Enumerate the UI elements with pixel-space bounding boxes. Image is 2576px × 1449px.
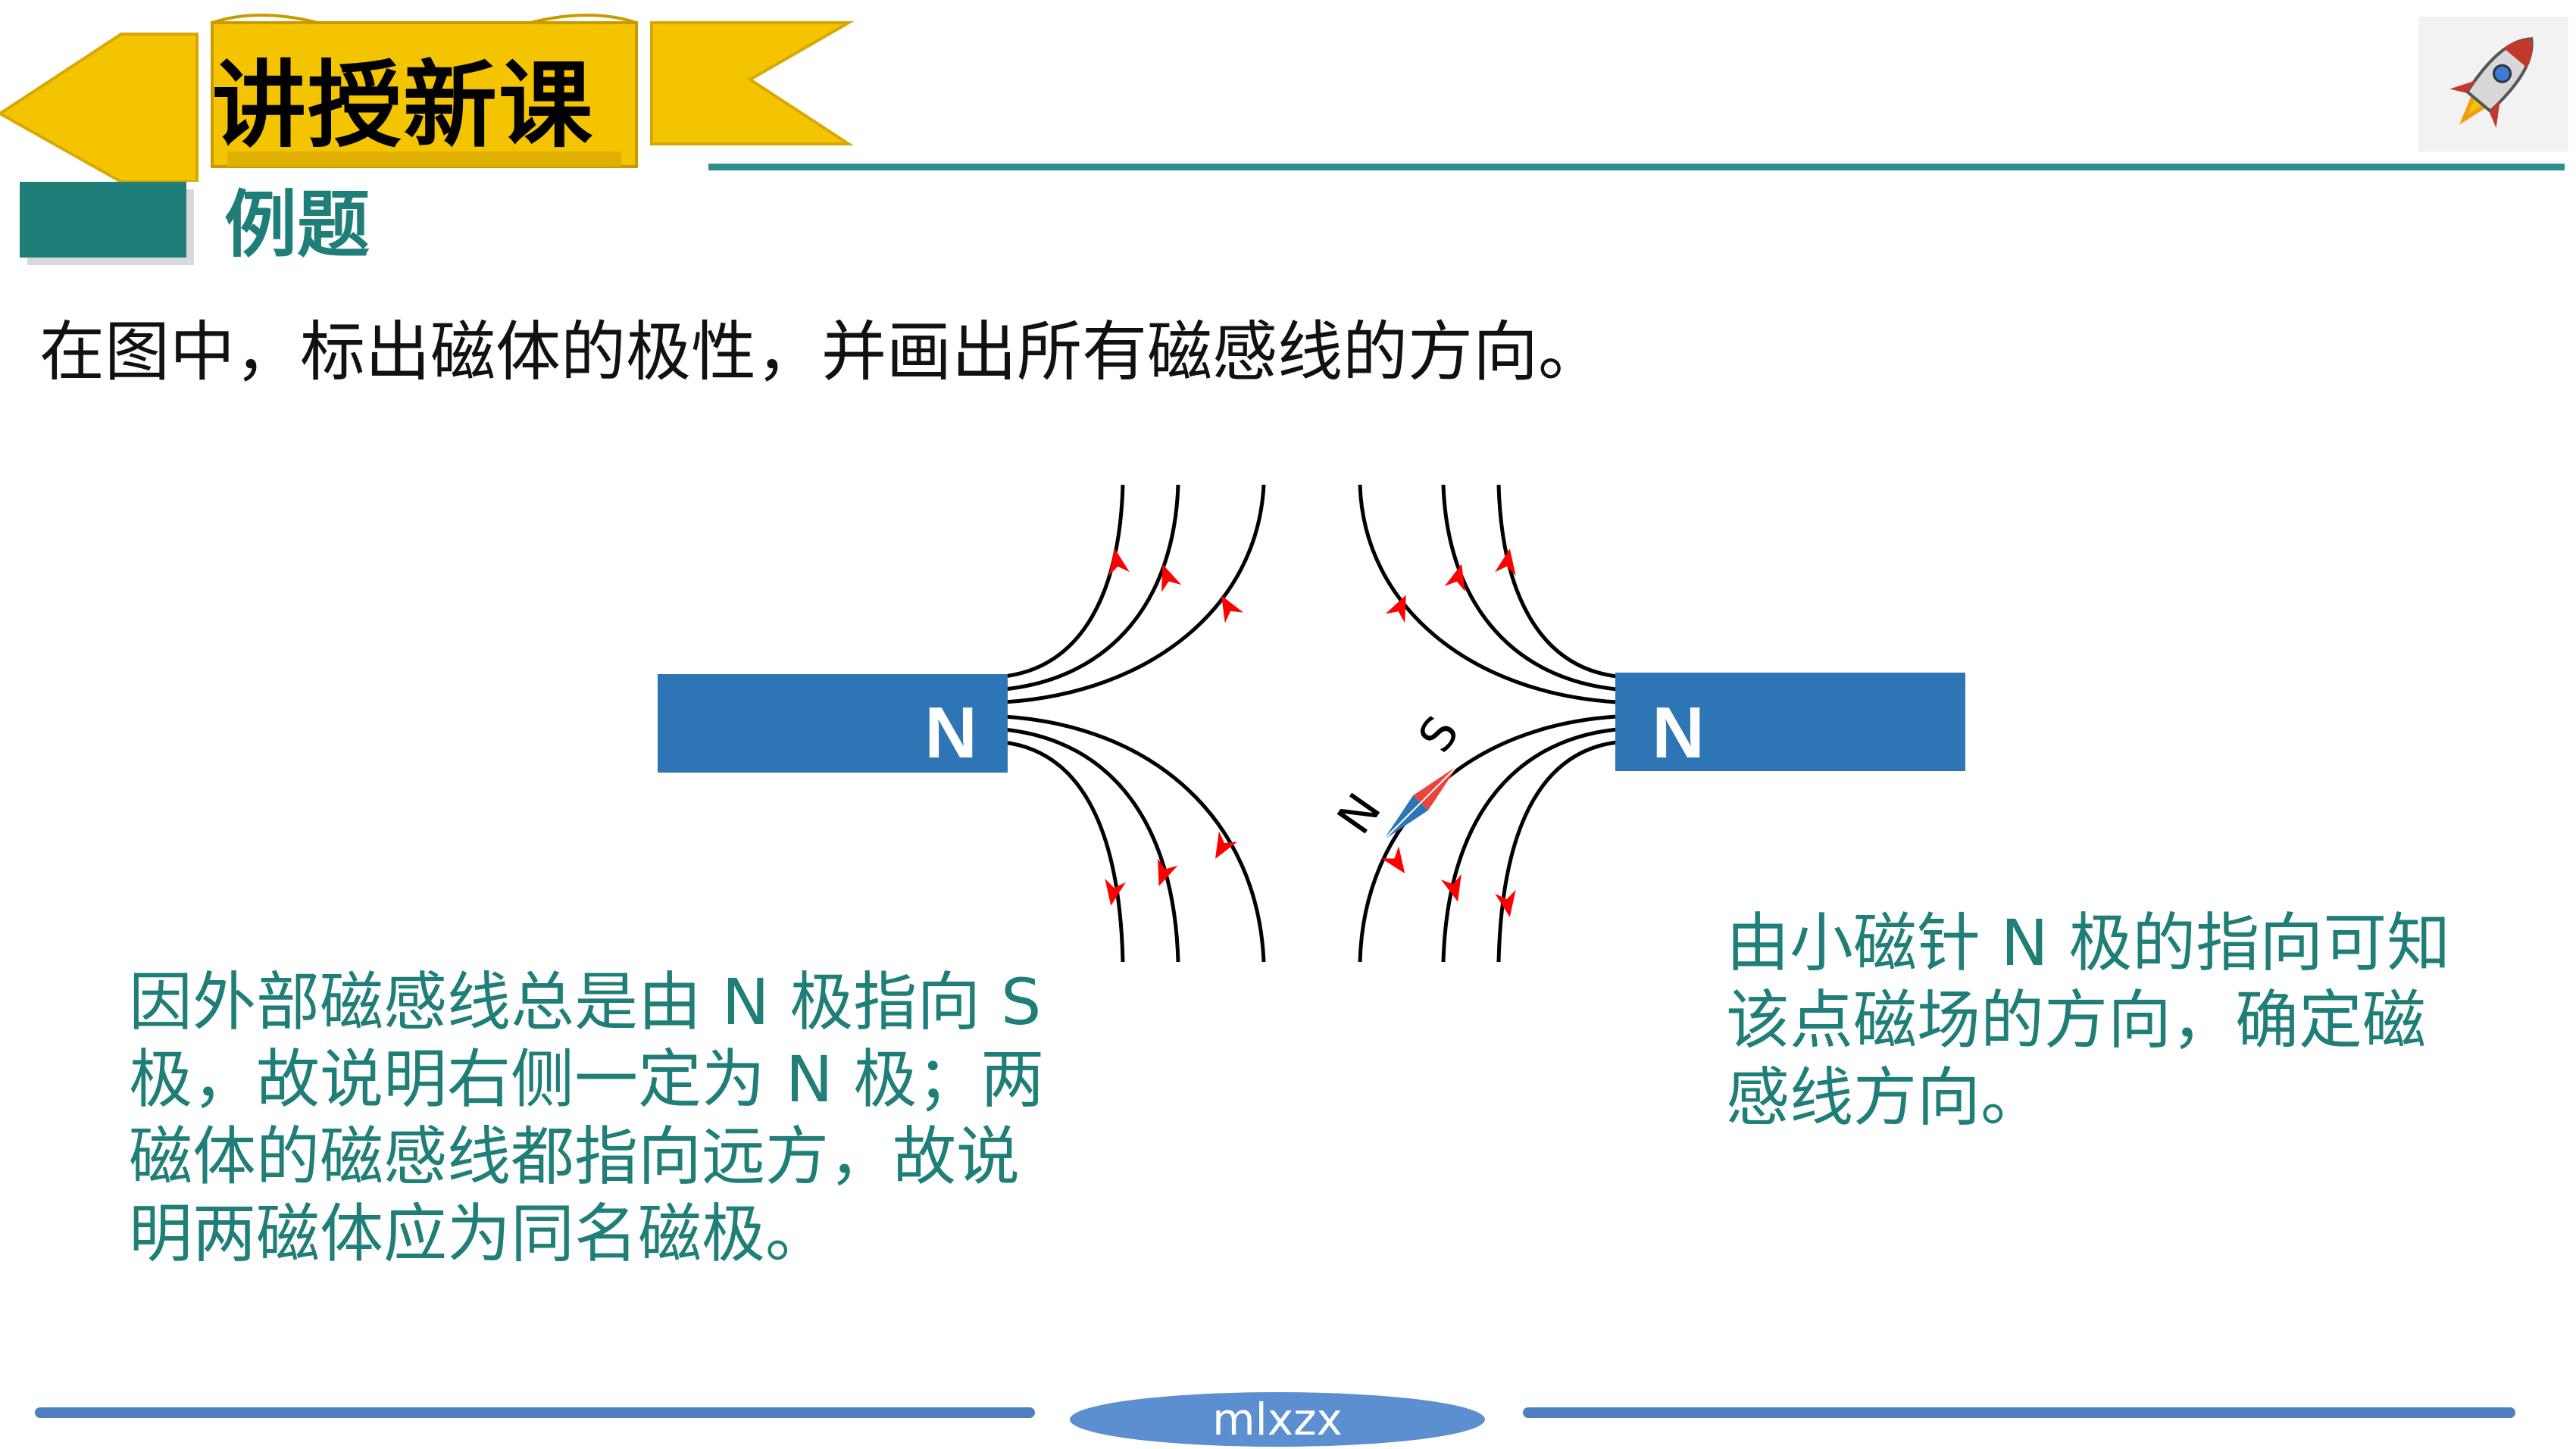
section-marker-block [20,182,186,258]
footer-bar-left [35,1407,1035,1418]
explanation-left: 因外部磁感线总是由 N 极指向 S 极，故说明右侧一定为 N 极；两磁体的磁感线… [129,965,1045,1271]
header-divider-line [708,164,2565,170]
needle-s-label: S [1408,706,1470,762]
field-lines-left [1003,484,1266,963]
footer-badge: mlxzx [1070,1392,1485,1447]
header-ribbon-banner [0,14,855,182]
explanation-right: 由小磁针 N 极的指向可知该点磁场的方向，确定磁感线方向。 [1726,906,2451,1135]
rocket-icon[interactable] [2418,17,2568,151]
left-magnet-pole-label: N [924,692,977,773]
needle-n-label: N [1327,783,1392,844]
footer-bar-right [1523,1407,2515,1418]
field-lines-right [1358,484,1618,963]
right-magnet-pole-label: N [1652,692,1704,773]
right-magnet [1615,673,1965,771]
compass-needle [1382,764,1459,842]
section-title: 例题 [224,183,370,267]
question-text: 在图中，标出磁体的极性，并画出所有磁感线的方向。 [39,314,1603,390]
left-magnet [658,674,1008,773]
banner-title: 讲授新课 [212,52,595,161]
magnetic-field-diagram: N N S N [658,484,1965,963]
